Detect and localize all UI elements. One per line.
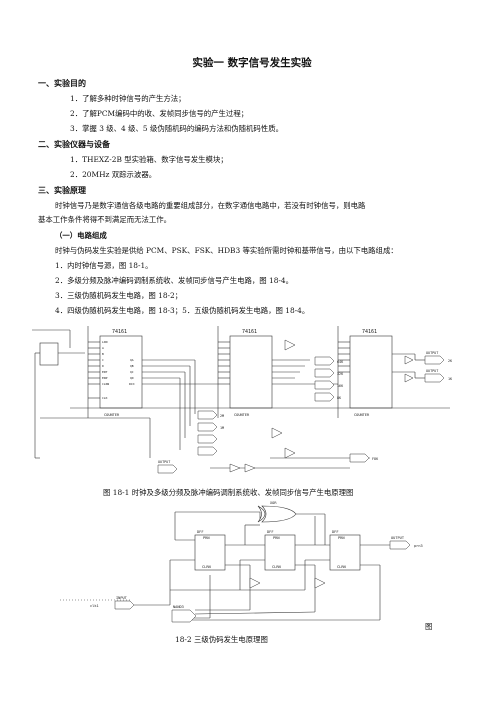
objective-item: 3．掌握 3 级、4 级、5 级伪随机码的编码方法和伪随机码性质。 [70,124,283,133]
figure-18-2-schematic: DFF DFF DFF CLRN CLRN CLRN PRN PRN PRN O… [60,501,423,623]
nand-label: NAND3 [173,605,184,609]
counter-label: COUNTER [354,413,370,417]
pin-label: QA [130,358,134,362]
output-label-1m: 1M [220,426,224,430]
equipment-item: 2．20MHz 双踪示波器。 [70,170,157,179]
pin-label: RCO [129,382,135,386]
pin-label: QC [130,370,134,374]
output-label-64k: 64K [337,360,344,364]
output-box-label: OUTPUT [391,536,405,540]
clrn-label: CLRN [337,565,346,569]
section-heading-principle: 三、实验原理 [38,186,86,195]
output-label-1k: 1K [448,377,453,381]
output-label-16k: 16K [337,384,344,388]
prn-label: PRN [338,536,345,540]
prn-label: PRN [273,536,280,540]
pin-label: LDN [102,340,108,344]
section-heading-objectives: 一、实验目的 [38,79,86,88]
counter-label: COUNTER [104,413,120,417]
chip-label: 74161 [362,329,377,335]
pin-label: B [102,352,104,356]
pin-label: A [102,346,104,350]
prn-label: PRN [203,536,210,540]
pin-label: ENT [102,370,108,374]
figure-18-1-schematic: 74161 74161 74161 COUNTER COUNTER COUNTE… [32,326,453,474]
dff-label: DFF [197,530,204,534]
xor-label: XOR [270,501,277,505]
output-label-f8k: F8K [372,457,379,461]
subsection-paragraph: 时钟与伪码发生实验是供给 PCM、PSK、FSK、HDB3 等实验所需时钟和基带… [55,246,398,255]
output-label-2m: 2M [220,414,224,418]
pin-label: ENP [102,376,108,380]
clrn-label: CLRN [272,565,281,569]
section-heading-equipment: 二、实验仪器与设备 [38,140,110,149]
output-label-8k: 8K [337,396,342,400]
equipment-item: 1．THEXZ-2B 型实验箱、数字信号发生模块； [70,155,228,164]
output-label-32k: 32K [337,372,344,376]
dff-label: DFF [332,530,339,534]
pin-label: CLK [102,396,108,400]
clk1-input-label: clk1 [90,604,99,608]
input-box-label: INPUT [116,596,128,600]
pin-label: CLRN [102,382,109,386]
chip-label: 74161 [112,329,127,335]
circuit-list-item: 4．四级伪随机码发生电路，图 18-3；5．五级伪随机码发生电路，图 18-4。 [55,306,310,315]
chip-label: 74161 [242,329,257,335]
circuit-list-item: 3．三级伪随机码发生电路，图 18-2； [55,291,183,300]
clrn-label: CLRN [202,565,211,569]
circuit-list-item: 1．内时钟信号源，图 18-1。 [55,261,153,270]
counter-label: COUNTER [234,413,250,417]
circuit-list-item: 2．多级分频及脉冲编码调制系统收、发帧同步信号产生电路，图 18-4。 [55,276,293,285]
pin-label: QB [130,364,134,368]
figure-18-2-caption-prefix: 图 [425,622,433,631]
prn3-output-label: prn3 [414,544,423,548]
figure-18-2-caption: 18-2 三级伪码发生电原理图 [175,635,268,644]
pin-label: D [102,364,104,368]
dff-label: DFF [267,530,274,534]
output-label-2k: 2K [448,359,453,363]
objective-item: 1．了解多种时钟信号的产生方法； [70,94,186,103]
signal-label: OUTPUT [426,351,438,355]
pin-label: QD [130,376,134,380]
figure-18-1-caption: 图 18-1 时钟及多级分频及脉冲编码调制系统收、发帧同步信号产生电原理图 [103,488,354,497]
subsection-heading: （一）电路组成 [55,231,107,240]
page-title: 实验一 数字信号发生实验 [192,57,312,69]
principle-paragraph-line2: 基本工作条件将得不到满足而无法工作。 [38,215,172,224]
signal-label: OUTPUT [426,369,438,373]
principle-paragraph-line1: 时钟信号乃是数字通信各级电路的重要组成部分，在数字通信电路中，若没有时钟信号，则… [55,201,366,210]
pin-label: C [102,358,104,362]
objective-item: 2．了解PCM编码中的收、发帧同步信号的产生过程； [70,109,249,118]
signal-label: OUTPUT [158,460,170,464]
